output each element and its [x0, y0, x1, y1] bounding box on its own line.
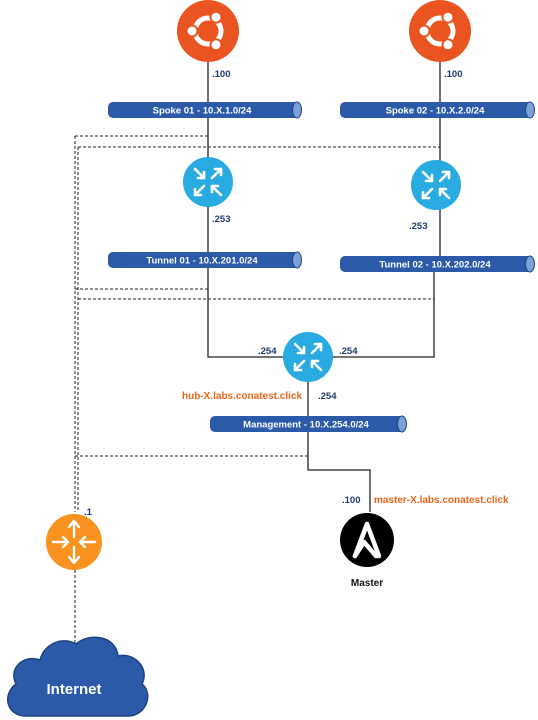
link-tunnel02-hub: [331, 272, 435, 358]
spoke02-router-addr: .253: [409, 221, 428, 232]
network-management: Management - 10.X.254.0/24: [210, 415, 407, 433]
network-management-label: Management - 10.X.254.0/24: [243, 420, 369, 431]
link-tunnel01-hub: [207, 268, 285, 358]
ansible-icon: [340, 513, 394, 567]
hub-hostname: hub-X.labs.conatest.click: [182, 391, 302, 402]
link-management-master: [307, 432, 371, 512]
network-tunnel01-label: Tunnel 01 - 10.X.201.0/24: [146, 256, 258, 267]
dash-tunnel02: [78, 272, 435, 300]
master-hostname: master-X.labs.conatest.click: [374, 495, 509, 506]
cloud-icon: Internet: [6, 636, 149, 717]
ubuntu-icon: [409, 0, 471, 62]
hub-router-addr-right: .254: [339, 346, 358, 357]
hub-router-addr-left: .254: [258, 346, 277, 357]
master-caption: Master: [351, 578, 383, 589]
ubuntu-icon: [177, 0, 239, 62]
router-icon: [411, 160, 461, 210]
network-spoke02-label: Spoke 02 - 10.X.2.0/24: [386, 106, 485, 117]
network-tunnel01: Tunnel 01 - 10.X.201.0/24: [108, 251, 302, 269]
dashed-links: [74, 118, 441, 645]
network-tunnel02: Tunnel 02 - 10.X.202.0/24: [340, 255, 535, 273]
network-spoke01-label: Spoke 01 - 10.X.1.0/24: [153, 106, 252, 117]
internet-label: Internet: [46, 681, 101, 698]
dash-spoke01: [75, 118, 209, 137]
dash-tunnel01: [75, 268, 209, 290]
spoke01-router-addr: .253: [212, 214, 231, 225]
firewall-router-icon: [46, 514, 102, 570]
dash-spoke02: [78, 118, 441, 148]
network-tunnel02-label: Tunnel 02 - 10.X.202.0/24: [379, 260, 491, 271]
hub-router-addr-bottom: .254: [318, 391, 337, 402]
solid-links: [207, 58, 441, 512]
network-spoke02: Spoke 02 - 10.X.2.0/24: [340, 101, 535, 119]
dash-management: [75, 432, 309, 457]
spoke02-server-addr: .100: [444, 69, 463, 80]
spoke01-server-addr: .100: [212, 69, 231, 80]
router-icon: [283, 332, 333, 382]
gateway-addr: .1: [84, 507, 93, 518]
router-icon: [183, 157, 233, 207]
master-addr: .100: [342, 495, 361, 506]
network-spoke01: Spoke 01 - 10.X.1.0/24: [108, 101, 302, 119]
